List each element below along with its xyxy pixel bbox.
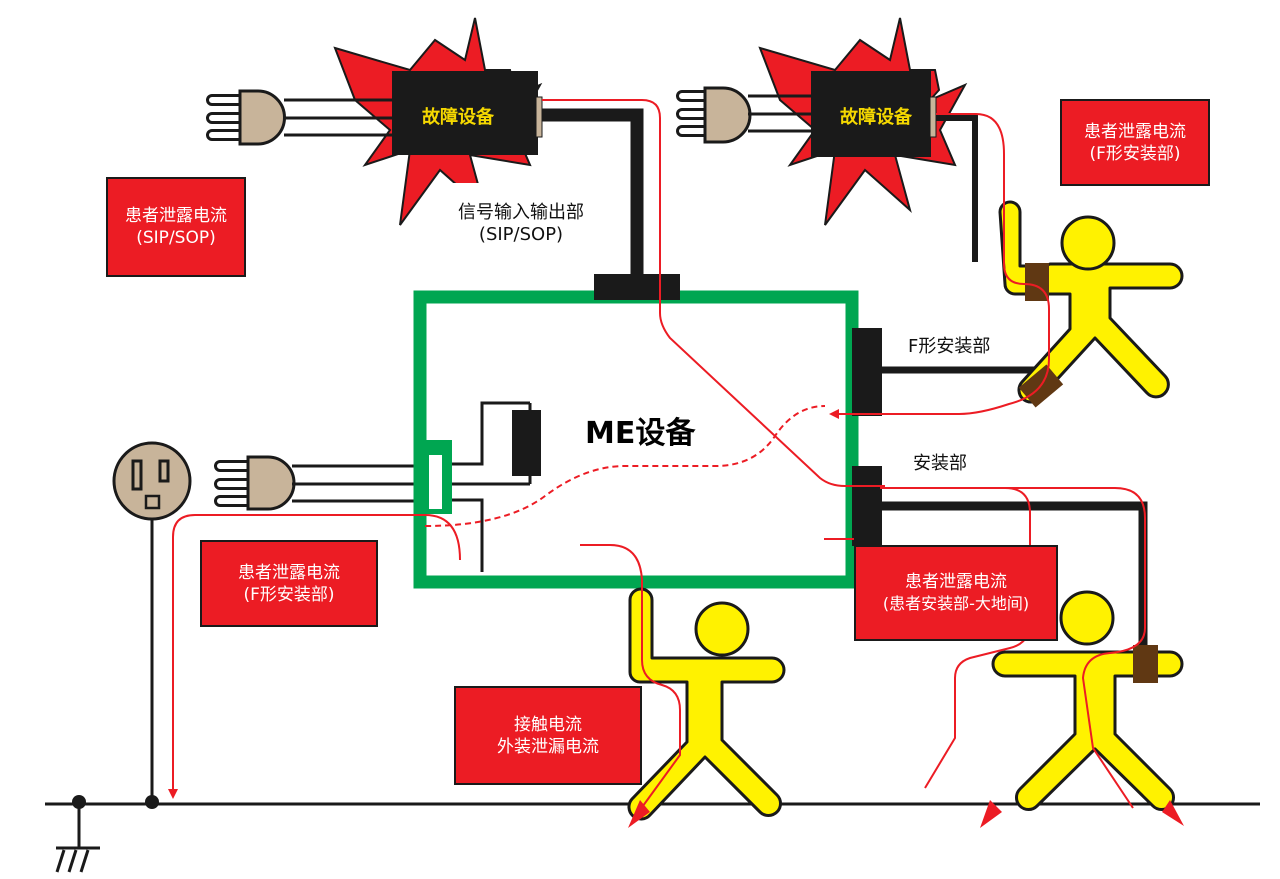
f-type-connector bbox=[852, 328, 882, 416]
fault-device-1-label: 故障设备 bbox=[422, 107, 494, 128]
label-patient-leakage-sip-sop: 患者泄露电流 (SIP/SOP) bbox=[106, 177, 246, 277]
label-line2: (F形安装部) bbox=[243, 584, 335, 605]
sip-sop-annotation-line1: 信号输入输出部 bbox=[458, 202, 584, 223]
label-patient-leakage-to-earth: 患者泄露电流 (患者安装部-大地间) bbox=[854, 545, 1058, 641]
plug-icon bbox=[214, 455, 430, 511]
label-line1: 患者泄露电流 bbox=[238, 562, 340, 583]
label-patient-leakage-f-type-right: 患者泄露电流 (F形安装部) bbox=[1060, 99, 1210, 186]
label-line1: 患者泄露电流 bbox=[1084, 121, 1186, 142]
person-icon bbox=[627, 587, 786, 821]
earth-ground-icon bbox=[55, 795, 100, 873]
sip-sop-annotation-line2: (SIP/SOP) bbox=[478, 224, 564, 245]
person-icon bbox=[991, 590, 1184, 811]
wall-outlet-icon bbox=[112, 441, 192, 521]
applied-part-connector bbox=[852, 466, 882, 546]
sip-sop-connector bbox=[594, 274, 680, 300]
plug-icon bbox=[676, 86, 811, 144]
fault-device-2 bbox=[811, 71, 931, 157]
f-type-part-annotation: F形安装部 bbox=[908, 336, 991, 357]
person-icon bbox=[998, 200, 1184, 404]
plug-icon bbox=[206, 89, 392, 146]
label-line2: 外装泄漏电流 bbox=[497, 736, 599, 757]
fault-device-1 bbox=[392, 71, 538, 155]
me-equipment-label: ME设备 bbox=[585, 416, 696, 451]
label-line1: 患者泄露电流 bbox=[125, 206, 227, 226]
applied-part-annotation: 安装部 bbox=[913, 453, 967, 474]
sip-sop-annotation: 信号输入输出部 (SIP/SOP) bbox=[446, 202, 596, 246]
label-line2: (F形安装部) bbox=[1089, 143, 1181, 164]
label-line1: 接触电流 bbox=[514, 714, 582, 735]
label-line1: 患者泄露电流 bbox=[905, 572, 1007, 592]
label-line2: (患者安装部-大地间) bbox=[882, 594, 1030, 613]
applied-part-band bbox=[1133, 645, 1158, 683]
label-patient-leakage-f-type-left: 患者泄露电流 (F形安装部) bbox=[200, 540, 378, 627]
label-line2: (SIP/SOP) bbox=[136, 228, 216, 248]
fault-device-2-label: 故障设备 bbox=[840, 107, 912, 128]
label-touch-current: 接触电流 外装泄漏电流 bbox=[454, 686, 642, 785]
